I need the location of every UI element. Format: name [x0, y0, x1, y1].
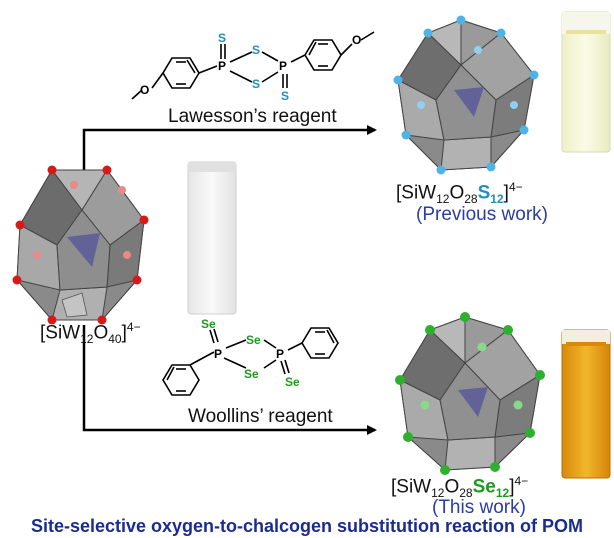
atom-label: O [140, 83, 149, 97]
reagent-name-lawesson: Lawesson’s reagent [168, 106, 337, 127]
reagent-name-woollins: Woollins’ reagent [188, 406, 333, 427]
atom-label: P [276, 347, 284, 361]
pom-cluster-start [12, 165, 149, 325]
pom-cluster-sulfur [393, 15, 539, 175]
lawesson-structure [131, 31, 375, 100]
vial-orange [561, 329, 611, 479]
sulfur-atoms [393, 15, 539, 175]
selenium-atoms [395, 312, 545, 475]
formula-start: [SiW12O40]4− [40, 320, 141, 347]
atom-label: S [218, 31, 226, 45]
figure-caption: Site-selective oxygen-to-chalcogen subst… [30, 516, 584, 536]
atom-label: P [214, 347, 222, 361]
atom-label: S [252, 43, 260, 57]
atom-label: Se [285, 375, 300, 389]
atom-label: O [352, 33, 361, 47]
pom-cluster-selenium [395, 312, 545, 475]
arrow-bottom [82, 325, 377, 435]
note-this-work: (This work) [432, 497, 526, 518]
vial-clear [187, 161, 237, 315]
atom-label: Se [201, 317, 216, 331]
formula-sulfur-product: [SiW12O28S12]4− [396, 180, 523, 207]
woollins-structure [162, 327, 339, 396]
vial-yellow [561, 11, 611, 153]
atom-label: S [281, 89, 289, 103]
note-previous-work: (Previous work) [416, 204, 548, 225]
lawesson-atom-labels: P P S S S S O O [140, 31, 361, 103]
woollins-atom-labels: P P Se Se Se Se [201, 317, 300, 389]
atom-label: S [252, 77, 260, 91]
formula-selenium-product: [SiW12O28Se12]4− [391, 474, 529, 501]
atom-label: Se [246, 333, 261, 347]
atom-label: P [218, 59, 226, 73]
oxygen-atoms [12, 165, 149, 325]
atom-label: Se [244, 367, 259, 381]
atom-label: P [279, 59, 287, 73]
